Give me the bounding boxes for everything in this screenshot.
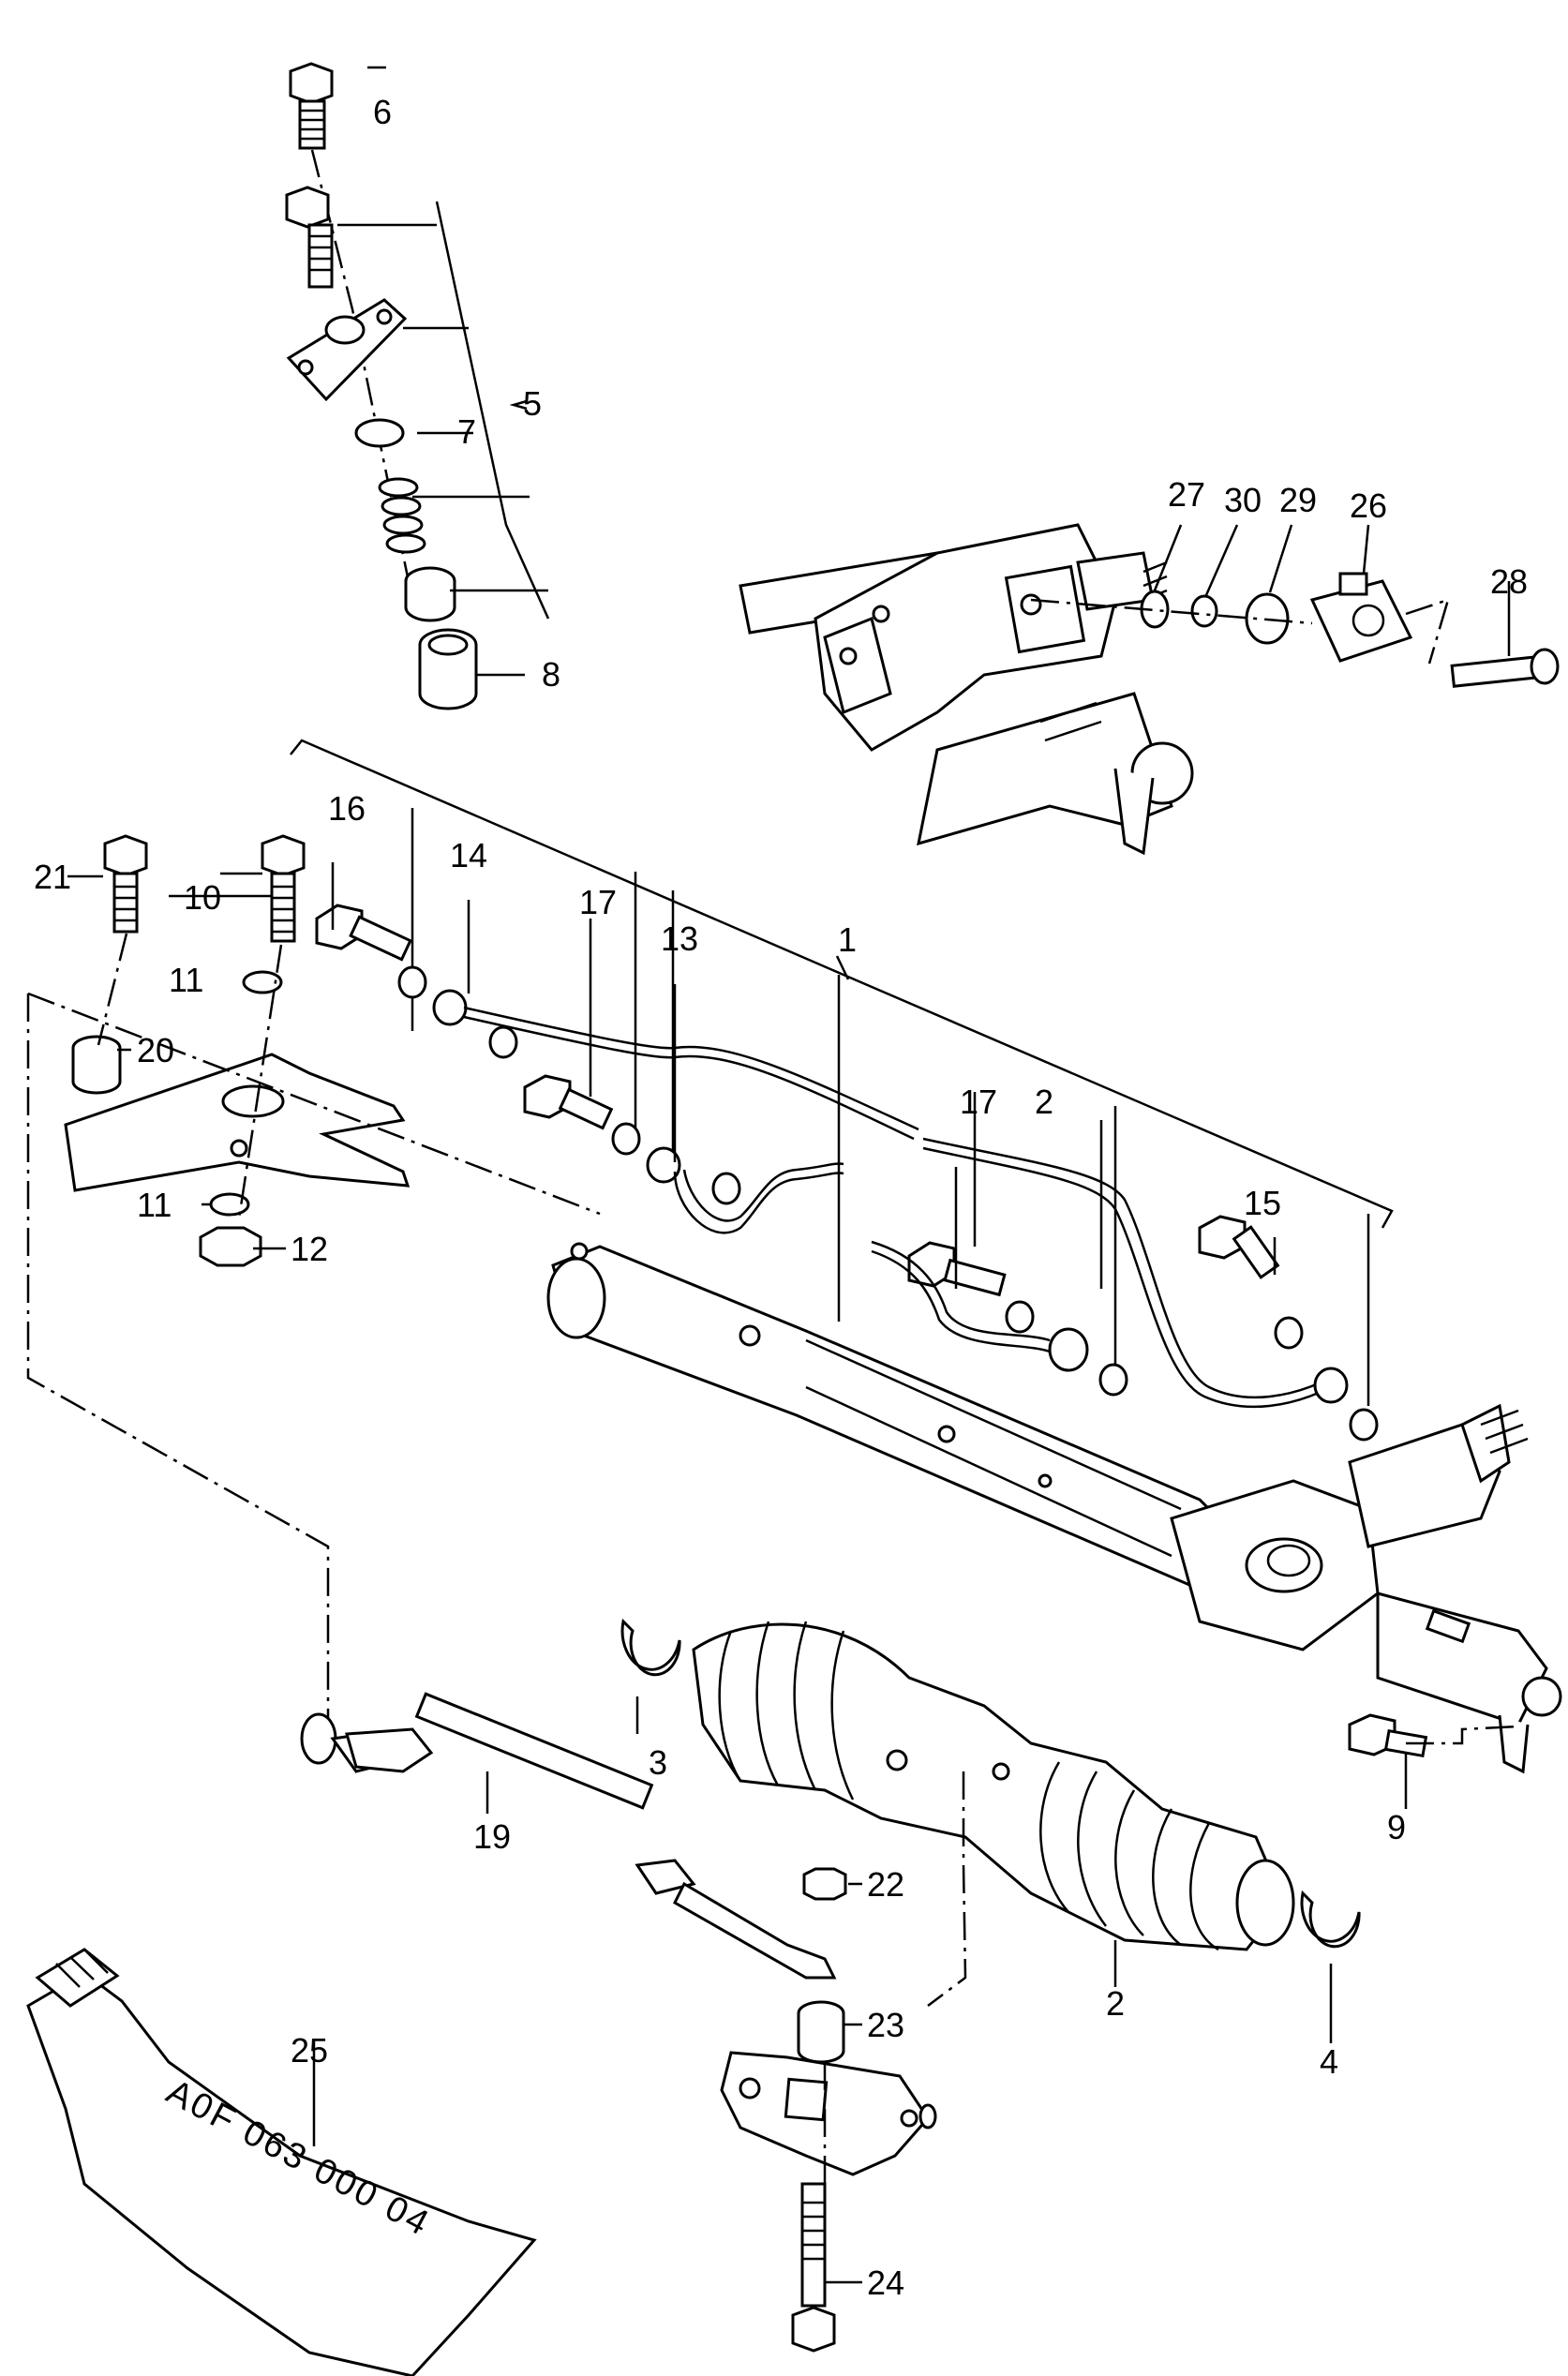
banjo-13 xyxy=(646,1146,681,1184)
callout-12: 12 xyxy=(291,1230,328,1268)
rack-housing xyxy=(546,1242,1562,1774)
callout-22: 22 xyxy=(867,1865,904,1904)
bushing-8 xyxy=(418,628,478,710)
bolt-13 xyxy=(523,1074,614,1130)
bushing-23 xyxy=(797,2000,845,2064)
callout-19: 19 xyxy=(473,1817,511,1856)
callout-labels: 1 2 2 3 4 5 6 7 8 9 10 11 11 12 13 14 15… xyxy=(34,93,1528,2302)
callout-2a: 2 xyxy=(1035,1083,1053,1121)
bolt-9 xyxy=(1348,1713,1428,1758)
callout-15: 15 xyxy=(1244,1184,1281,1222)
callout-29: 29 xyxy=(1279,481,1317,519)
boot-2 xyxy=(692,1621,1295,1951)
washer-16b xyxy=(488,1025,518,1059)
callout-13: 13 xyxy=(661,919,698,958)
callout-6: 6 xyxy=(373,93,392,131)
bolt-10 xyxy=(261,834,306,943)
callout-17a: 17 xyxy=(579,883,617,921)
tie-rod-19 xyxy=(300,1692,837,1980)
cover-26 xyxy=(1309,572,1413,663)
washer-11a xyxy=(242,970,283,994)
washer-15b xyxy=(1349,1408,1379,1442)
callout-14: 14 xyxy=(450,836,487,874)
callout-16: 16 xyxy=(328,789,366,828)
callout-28: 28 xyxy=(1490,562,1528,601)
bolt-24 xyxy=(791,2182,836,2353)
o-ring-30 xyxy=(1190,594,1218,628)
washer-13a xyxy=(611,1122,641,1156)
bolt-6 xyxy=(289,62,334,150)
bolt-21 xyxy=(103,834,148,934)
gear-housing-inset xyxy=(739,523,1194,856)
grease-tube-25: A0F 063 000 04 xyxy=(26,1948,537,2376)
callout-3: 3 xyxy=(649,1743,667,1782)
washer-15a xyxy=(1274,1316,1304,1350)
washer-13b xyxy=(711,1172,741,1205)
callout-9: 9 xyxy=(1387,1808,1406,1846)
flange-5 xyxy=(286,298,408,402)
bolt-17 xyxy=(907,1241,1007,1297)
bolt-15 xyxy=(1198,1215,1280,1279)
callout-2b: 2 xyxy=(1106,1984,1125,2023)
nut-12 xyxy=(199,1226,262,1267)
callout-1: 1 xyxy=(838,920,857,959)
callout-4: 4 xyxy=(1320,2042,1338,2081)
callout-23: 23 xyxy=(867,2006,904,2044)
bracket-plate xyxy=(64,1053,411,1192)
callout-7: 7 xyxy=(457,412,476,451)
callout-5: 5 xyxy=(523,384,542,423)
bolt-28 xyxy=(1450,648,1560,688)
bolt-16 xyxy=(315,904,412,962)
banjo-17 xyxy=(1048,1327,1089,1372)
callout-25: 25 xyxy=(291,2031,328,2070)
washer-17a xyxy=(1005,1300,1035,1334)
washer-17b xyxy=(1098,1363,1128,1397)
bushing-20 xyxy=(71,1035,122,1095)
callout-24: 24 xyxy=(867,2264,904,2302)
clamp-4 xyxy=(1300,1890,1361,1949)
callout-27: 27 xyxy=(1168,475,1205,514)
callout-11b: 11 xyxy=(137,1186,172,1224)
banjo-15 xyxy=(1313,1367,1349,1404)
o-ring-7 xyxy=(354,418,405,448)
banjo-14 xyxy=(432,989,468,1026)
clamp-3 xyxy=(620,1618,681,1677)
bolt-5a xyxy=(285,186,334,289)
callout-10: 10 xyxy=(184,878,221,917)
callout-11a: 11 xyxy=(169,961,203,999)
callout-26: 26 xyxy=(1350,486,1387,525)
callout-30: 30 xyxy=(1224,481,1262,519)
spring-5 xyxy=(378,477,426,554)
mount-24 xyxy=(720,2051,937,2176)
callout-21: 21 xyxy=(34,858,71,896)
plunger-5 xyxy=(404,566,456,622)
nut-22 xyxy=(802,1867,847,1901)
callout-8: 8 xyxy=(542,655,560,694)
callout-17b: 17 xyxy=(960,1083,997,1121)
callout-20: 20 xyxy=(137,1031,174,1069)
washer-16a xyxy=(397,965,427,999)
